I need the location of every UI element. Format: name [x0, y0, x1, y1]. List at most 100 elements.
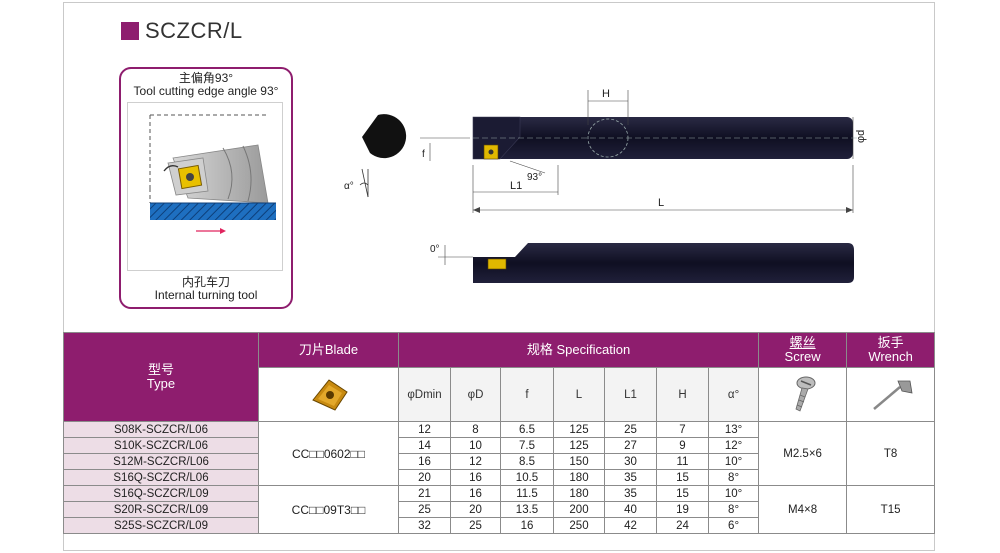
- side-view: H φd f 93° L1 L: [420, 88, 867, 213]
- cell-alpha: 10°: [707, 485, 760, 502]
- type-cell: S25S-SCZCR/L09: [63, 517, 259, 534]
- type-cell: S20R-SCZCR/L09: [63, 501, 259, 518]
- L1-label: L1: [510, 180, 522, 192]
- cell-L: 180: [553, 469, 605, 486]
- cell-alpha: 8°: [707, 469, 760, 486]
- cell-L: 200: [553, 501, 605, 518]
- cell-f: 10.5: [500, 469, 554, 486]
- col-header-alpha: α°: [707, 367, 760, 422]
- col-header-L1: L1: [604, 367, 657, 422]
- cell-L1: 40: [604, 501, 657, 518]
- cell-H: 11: [656, 453, 709, 470]
- screw-group-1: M2.5×6: [758, 421, 848, 486]
- cell-L1: 30: [604, 453, 657, 470]
- cell-f: 13.5: [500, 501, 554, 518]
- type-header: 型号 Type: [63, 332, 259, 422]
- tool-caption-en: Internal turning tool: [154, 288, 258, 302]
- cell-alpha: 13°: [707, 421, 760, 438]
- header-row: 型号 Type 刀片Blade 规格 Specification 螺丝 Scre…: [63, 332, 936, 422]
- cell-f: 16: [500, 517, 554, 534]
- cell-H: 7: [656, 421, 709, 438]
- blade-group-2: CC□□09T3□□: [258, 485, 399, 534]
- cell-f: 7.5: [500, 437, 554, 454]
- wrench-header-en: Wrench: [868, 349, 913, 364]
- type-cell: S16Q-SCZCR/L09: [63, 485, 259, 502]
- wrench-group-2: T15: [846, 485, 936, 534]
- table-row: S10K-SCZCR/L06 14 10 7.5 125 27 9 12°: [63, 437, 935, 454]
- phi-d-label: φd: [855, 130, 867, 143]
- type-header-cn: 型号: [147, 362, 174, 377]
- cell-dmin: 21: [398, 485, 451, 502]
- screw-header: 螺丝 Screw: [758, 332, 848, 368]
- cell-alpha: 6°: [707, 517, 760, 534]
- cell-f: 11.5: [500, 485, 554, 502]
- title-square-icon: [121, 22, 139, 40]
- tool-caption-cn: 内孔车刀: [181, 275, 230, 289]
- blade-header: 刀片Blade: [258, 332, 399, 368]
- angle-caption-en: Tool cutting edge angle 93°: [133, 84, 279, 98]
- table-row: S08K-SCZCR/L06 CC□□0602□□ 12 8 6.5 125 2…: [63, 421, 936, 486]
- cell-d: 20: [450, 501, 501, 518]
- type-cell: S08K-SCZCR/L06: [63, 421, 259, 438]
- blade-group-1: CC□□0602□□: [258, 421, 399, 486]
- wrench-header: 扳手 Wrench: [846, 332, 936, 368]
- end-view: α°: [344, 114, 407, 198]
- cell-d: 10: [450, 437, 501, 454]
- screw-icon: [795, 376, 816, 412]
- type-header-en: Type: [146, 376, 176, 391]
- cell-H: 9: [656, 437, 709, 454]
- cell-dmin: 12: [398, 421, 451, 438]
- table-row: S12M-SCZCR/L06 16 12 8.5 150 30 11 10°: [63, 453, 935, 470]
- wrench-icon: [872, 380, 913, 410]
- table-row: S20R-SCZCR/L09 25 20 13.5 200 40 19 8°: [63, 501, 935, 518]
- title-text: SCZCR/L: [145, 18, 243, 43]
- cell-L1: 27: [604, 437, 657, 454]
- cell-d: 8: [450, 421, 501, 438]
- col-header-L: L: [553, 367, 605, 422]
- cell-dmin: 32: [398, 517, 451, 534]
- cell-H: 19: [656, 501, 709, 518]
- col-header-f: f: [500, 367, 554, 422]
- cell-dmin: 16: [398, 453, 451, 470]
- insert-icon: [311, 378, 348, 411]
- col-header-H: H: [656, 367, 709, 422]
- cell-alpha: 12°: [707, 437, 760, 454]
- cell-d: 25: [450, 517, 501, 534]
- f-label: f: [422, 149, 425, 160]
- cell-d: 12: [450, 453, 501, 470]
- tool-technical-drawing: α° H φd f 93° L1 L: [344, 88, 867, 283]
- tool-body-bottom: [473, 243, 854, 283]
- cell-L1: 42: [604, 517, 657, 534]
- spec-header: 规格 Specification: [397, 332, 760, 368]
- cell-L: 250: [553, 517, 605, 534]
- table-row: S16Q-SCZCR/L06 20 16 10.5 180 35 15 8°: [63, 469, 935, 486]
- alpha-label: α°: [344, 181, 354, 192]
- turning-illustration: [127, 102, 283, 271]
- H-label: H: [602, 88, 610, 100]
- cell-L1: 25: [604, 421, 657, 438]
- screw-icon-cell: [758, 367, 848, 422]
- cell-L: 125: [553, 421, 605, 438]
- angle-93-label: 93°: [527, 172, 542, 183]
- type-cell: S12M-SCZCR/L06: [63, 453, 259, 470]
- product-title: SCZCR/L: [121, 18, 243, 44]
- internal-turning-diagram: [149, 114, 276, 234]
- insert-bottom: [487, 258, 507, 270]
- angle-caption: 主偏角93° Tool cutting edge angle 93°: [121, 72, 291, 98]
- screw-header-cn: 螺丝: [789, 335, 816, 350]
- bottom-view: 0°: [430, 243, 854, 283]
- zero-degree-label: 0°: [430, 244, 440, 255]
- cell-L: 125: [553, 437, 605, 454]
- cell-L1: 35: [604, 469, 657, 486]
- screw-header-en: Screw: [784, 349, 821, 364]
- table-row: S16Q-SCZCR/L09 CC□□09T3□□ 21 16 11.5 180…: [63, 485, 936, 534]
- cell-f: 6.5: [500, 421, 554, 438]
- type-cell: S10K-SCZCR/L06: [63, 437, 259, 454]
- screw-group-2: M4×8: [758, 485, 848, 534]
- cell-f: 8.5: [500, 453, 554, 470]
- blade-insert-cell: [258, 367, 399, 422]
- angle-caption-cn: 主偏角93°: [178, 71, 234, 85]
- wrench-group-1: T8: [846, 421, 936, 486]
- cell-dmin: 25: [398, 501, 451, 518]
- cell-L1: 35: [604, 485, 657, 502]
